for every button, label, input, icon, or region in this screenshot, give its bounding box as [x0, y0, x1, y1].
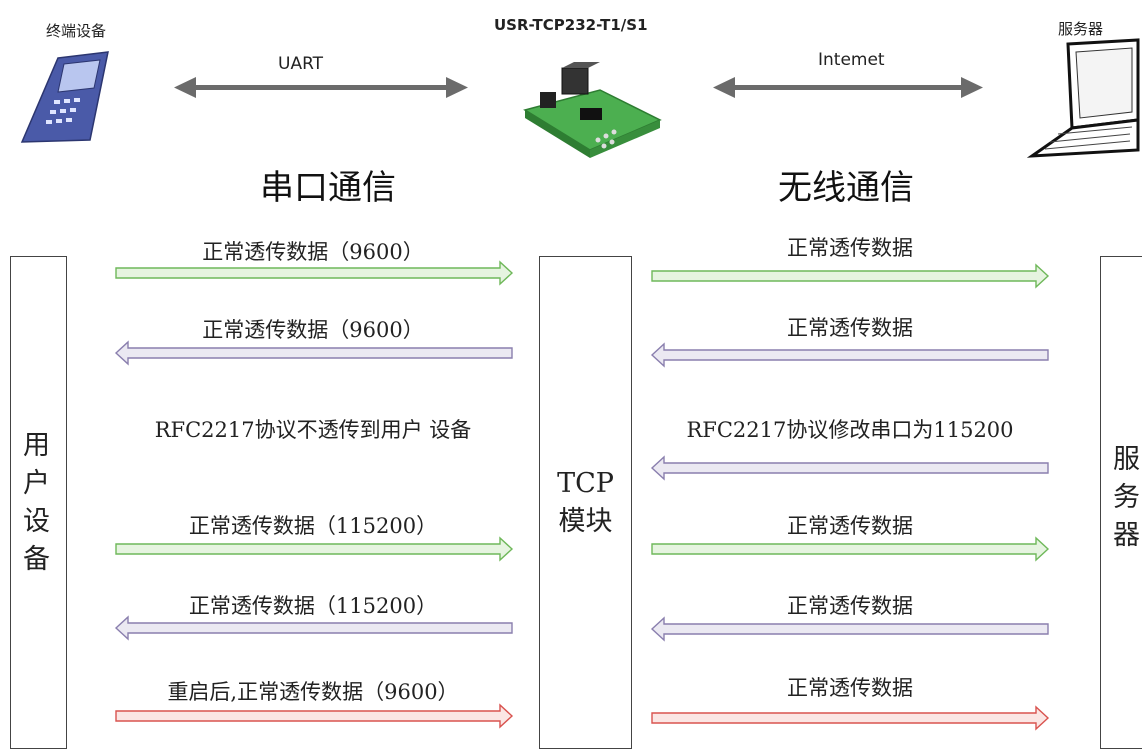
tcp-module-line: 模块 — [558, 506, 613, 537]
right-flow-label-2: 正常透传数据 — [787, 316, 913, 340]
server-char: 务 — [1113, 482, 1140, 513]
server-char: 器 — [1113, 520, 1140, 551]
handheld-terminal-icon — [20, 51, 109, 143]
wireless-communication-title: 无线通信 — [778, 168, 914, 208]
tcp-module-board-icon — [523, 62, 662, 158]
left-flow-arrow-2 — [114, 340, 513, 366]
server-char: 服 — [1113, 444, 1140, 475]
tcp-module-box: TCP 模块 — [539, 256, 632, 749]
right-flow-label-3: RFC2217协议修改串口为115200 — [686, 418, 1014, 442]
user-device-label: 用 户 设 备 — [23, 427, 53, 579]
user-device-box: 用 户 设 备 — [10, 256, 67, 749]
right-flow-label-6: 正常透传数据 — [787, 676, 913, 700]
user-device-char: 设 — [23, 506, 50, 537]
left-flow-arrow-6 — [115, 703, 514, 729]
left-flow-label-6: 重启后,正常透传数据（9600） — [167, 680, 459, 704]
uart-label: UART — [278, 54, 324, 74]
left-flow-arrow-1 — [115, 260, 514, 286]
left-flow-label-1: 正常透传数据（9600） — [202, 240, 424, 264]
user-device-char: 户 — [23, 468, 50, 499]
right-flow-label-5: 正常透传数据 — [787, 594, 913, 618]
internet-double-arrow — [713, 77, 983, 98]
server-label: 服 务 器 — [1113, 441, 1142, 555]
left-flow-arrow-4 — [115, 536, 514, 562]
laptop-server-icon — [1026, 38, 1140, 158]
right-flow-arrow-3 — [650, 455, 1049, 481]
terminal-device-label: 终端设备 — [46, 22, 107, 40]
server-box: 服 务 器 — [1100, 256, 1142, 749]
uart-double-arrow — [174, 77, 468, 98]
serial-communication-title: 串口通信 — [260, 168, 396, 208]
right-flow-label-1: 正常透传数据 — [787, 236, 913, 260]
left-flow-label-3: RFC2217协议不透传到用户 设备 — [154, 418, 472, 442]
right-flow-arrow-4 — [651, 536, 1050, 562]
left-flow-label-4: 正常透传数据（115200） — [188, 514, 438, 538]
user-device-char: 用 — [23, 430, 50, 461]
right-flow-arrow-2 — [650, 342, 1049, 368]
user-device-char: 备 — [23, 544, 50, 575]
left-flow-label-2: 正常透传数据（9600） — [202, 318, 424, 342]
internet-label: Intemet — [818, 50, 885, 70]
tcp-module-label: TCP 模块 — [540, 465, 631, 541]
right-flow-arrow-5 — [650, 616, 1049, 642]
right-flow-arrow-1 — [651, 263, 1050, 289]
server-device-label: 服务器 — [1058, 20, 1104, 38]
module-model-label: USR-TCP232-T1/S1 — [494, 16, 648, 34]
right-flow-label-4: 正常透传数据 — [787, 514, 913, 538]
left-flow-label-5: 正常透传数据（115200） — [188, 594, 438, 618]
tcp-module-line: TCP — [557, 468, 614, 499]
left-flow-arrow-5 — [114, 615, 513, 641]
right-flow-arrow-6 — [651, 705, 1050, 731]
